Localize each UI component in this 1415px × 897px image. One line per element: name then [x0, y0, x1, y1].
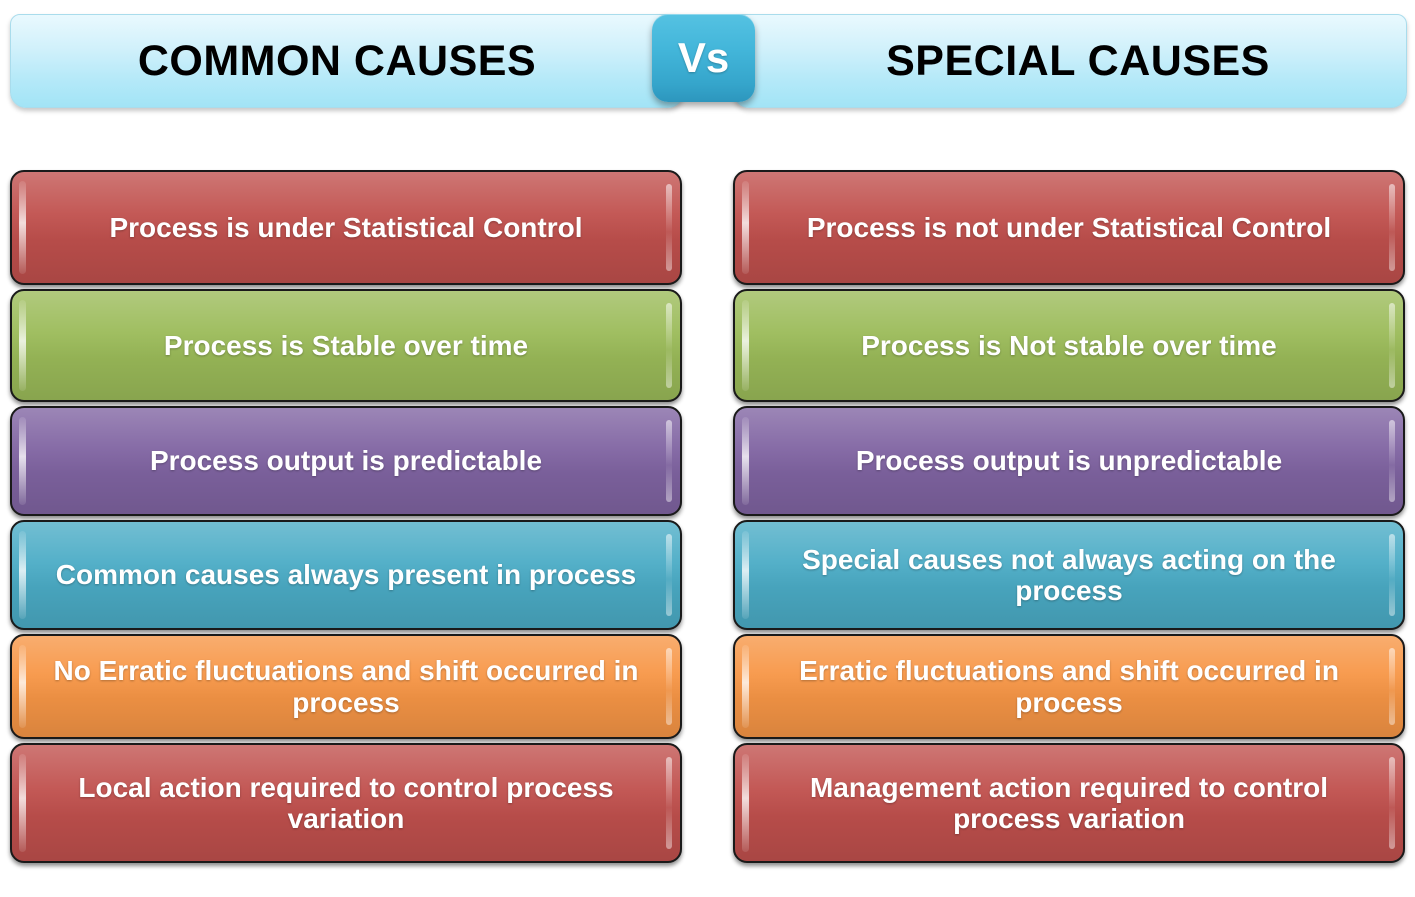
list-item-label: Process is Not stable over time	[861, 329, 1277, 361]
list-item-label: Process is not under Statistical Control	[806, 211, 1332, 243]
vs-badge-label: Vs	[677, 34, 730, 81]
page-title-right: SPECIAL CAUSES	[886, 36, 1270, 85]
list-item-label: Process is under Statistical Control	[109, 211, 583, 243]
list-item-label: Local action required to control process…	[78, 771, 614, 834]
list-item: Process is Not stable over time	[733, 289, 1405, 402]
list-item: No Erratic fluctuations and shift occurr…	[10, 634, 682, 739]
page-title-left: COMMON CAUSES	[137, 36, 537, 85]
common-causes-column: Process is under Statistical Control Pro…	[10, 170, 682, 863]
header-right-panel: SPECIAL CAUSES	[733, 14, 1407, 108]
list-item: Local action required to control process…	[10, 743, 682, 863]
list-item-label: Process is Stable over time	[163, 329, 529, 361]
list-item-label: Erratic fluctuations and shift occurred …	[799, 655, 1339, 718]
comparison-columns: Process is under Statistical Control Pro…	[0, 170, 1415, 897]
list-item-label: Management action required to control pr…	[809, 771, 1329, 834]
list-item-label: Special causes not always acting on the …	[802, 543, 1336, 606]
comparison-header: COMMON CAUSES SPECIAL CAUSES Vs	[0, 0, 1415, 122]
list-item: Process is not under Statistical Control	[733, 170, 1405, 285]
list-item: Special causes not always acting on the …	[733, 520, 1405, 630]
special-causes-column: Process is not under Statistical Control…	[733, 170, 1405, 863]
list-item: Process is Stable over time	[10, 289, 682, 402]
list-item-label: No Erratic fluctuations and shift occurr…	[53, 655, 639, 718]
list-item-label: Common causes always present in process	[55, 559, 637, 591]
list-item-label: Process output is unpredictable	[855, 445, 1283, 477]
header-left-panel: COMMON CAUSES	[10, 14, 684, 108]
list-item: Management action required to control pr…	[733, 743, 1405, 863]
list-item: Process is under Statistical Control	[10, 170, 682, 285]
vs-badge: Vs	[652, 14, 755, 102]
list-item: Process output is predictable	[10, 406, 682, 516]
list-item: Common causes always present in process	[10, 520, 682, 630]
list-item: Process output is unpredictable	[733, 406, 1405, 516]
list-item-label: Process output is predictable	[149, 445, 543, 477]
list-item: Erratic fluctuations and shift occurred …	[733, 634, 1405, 739]
